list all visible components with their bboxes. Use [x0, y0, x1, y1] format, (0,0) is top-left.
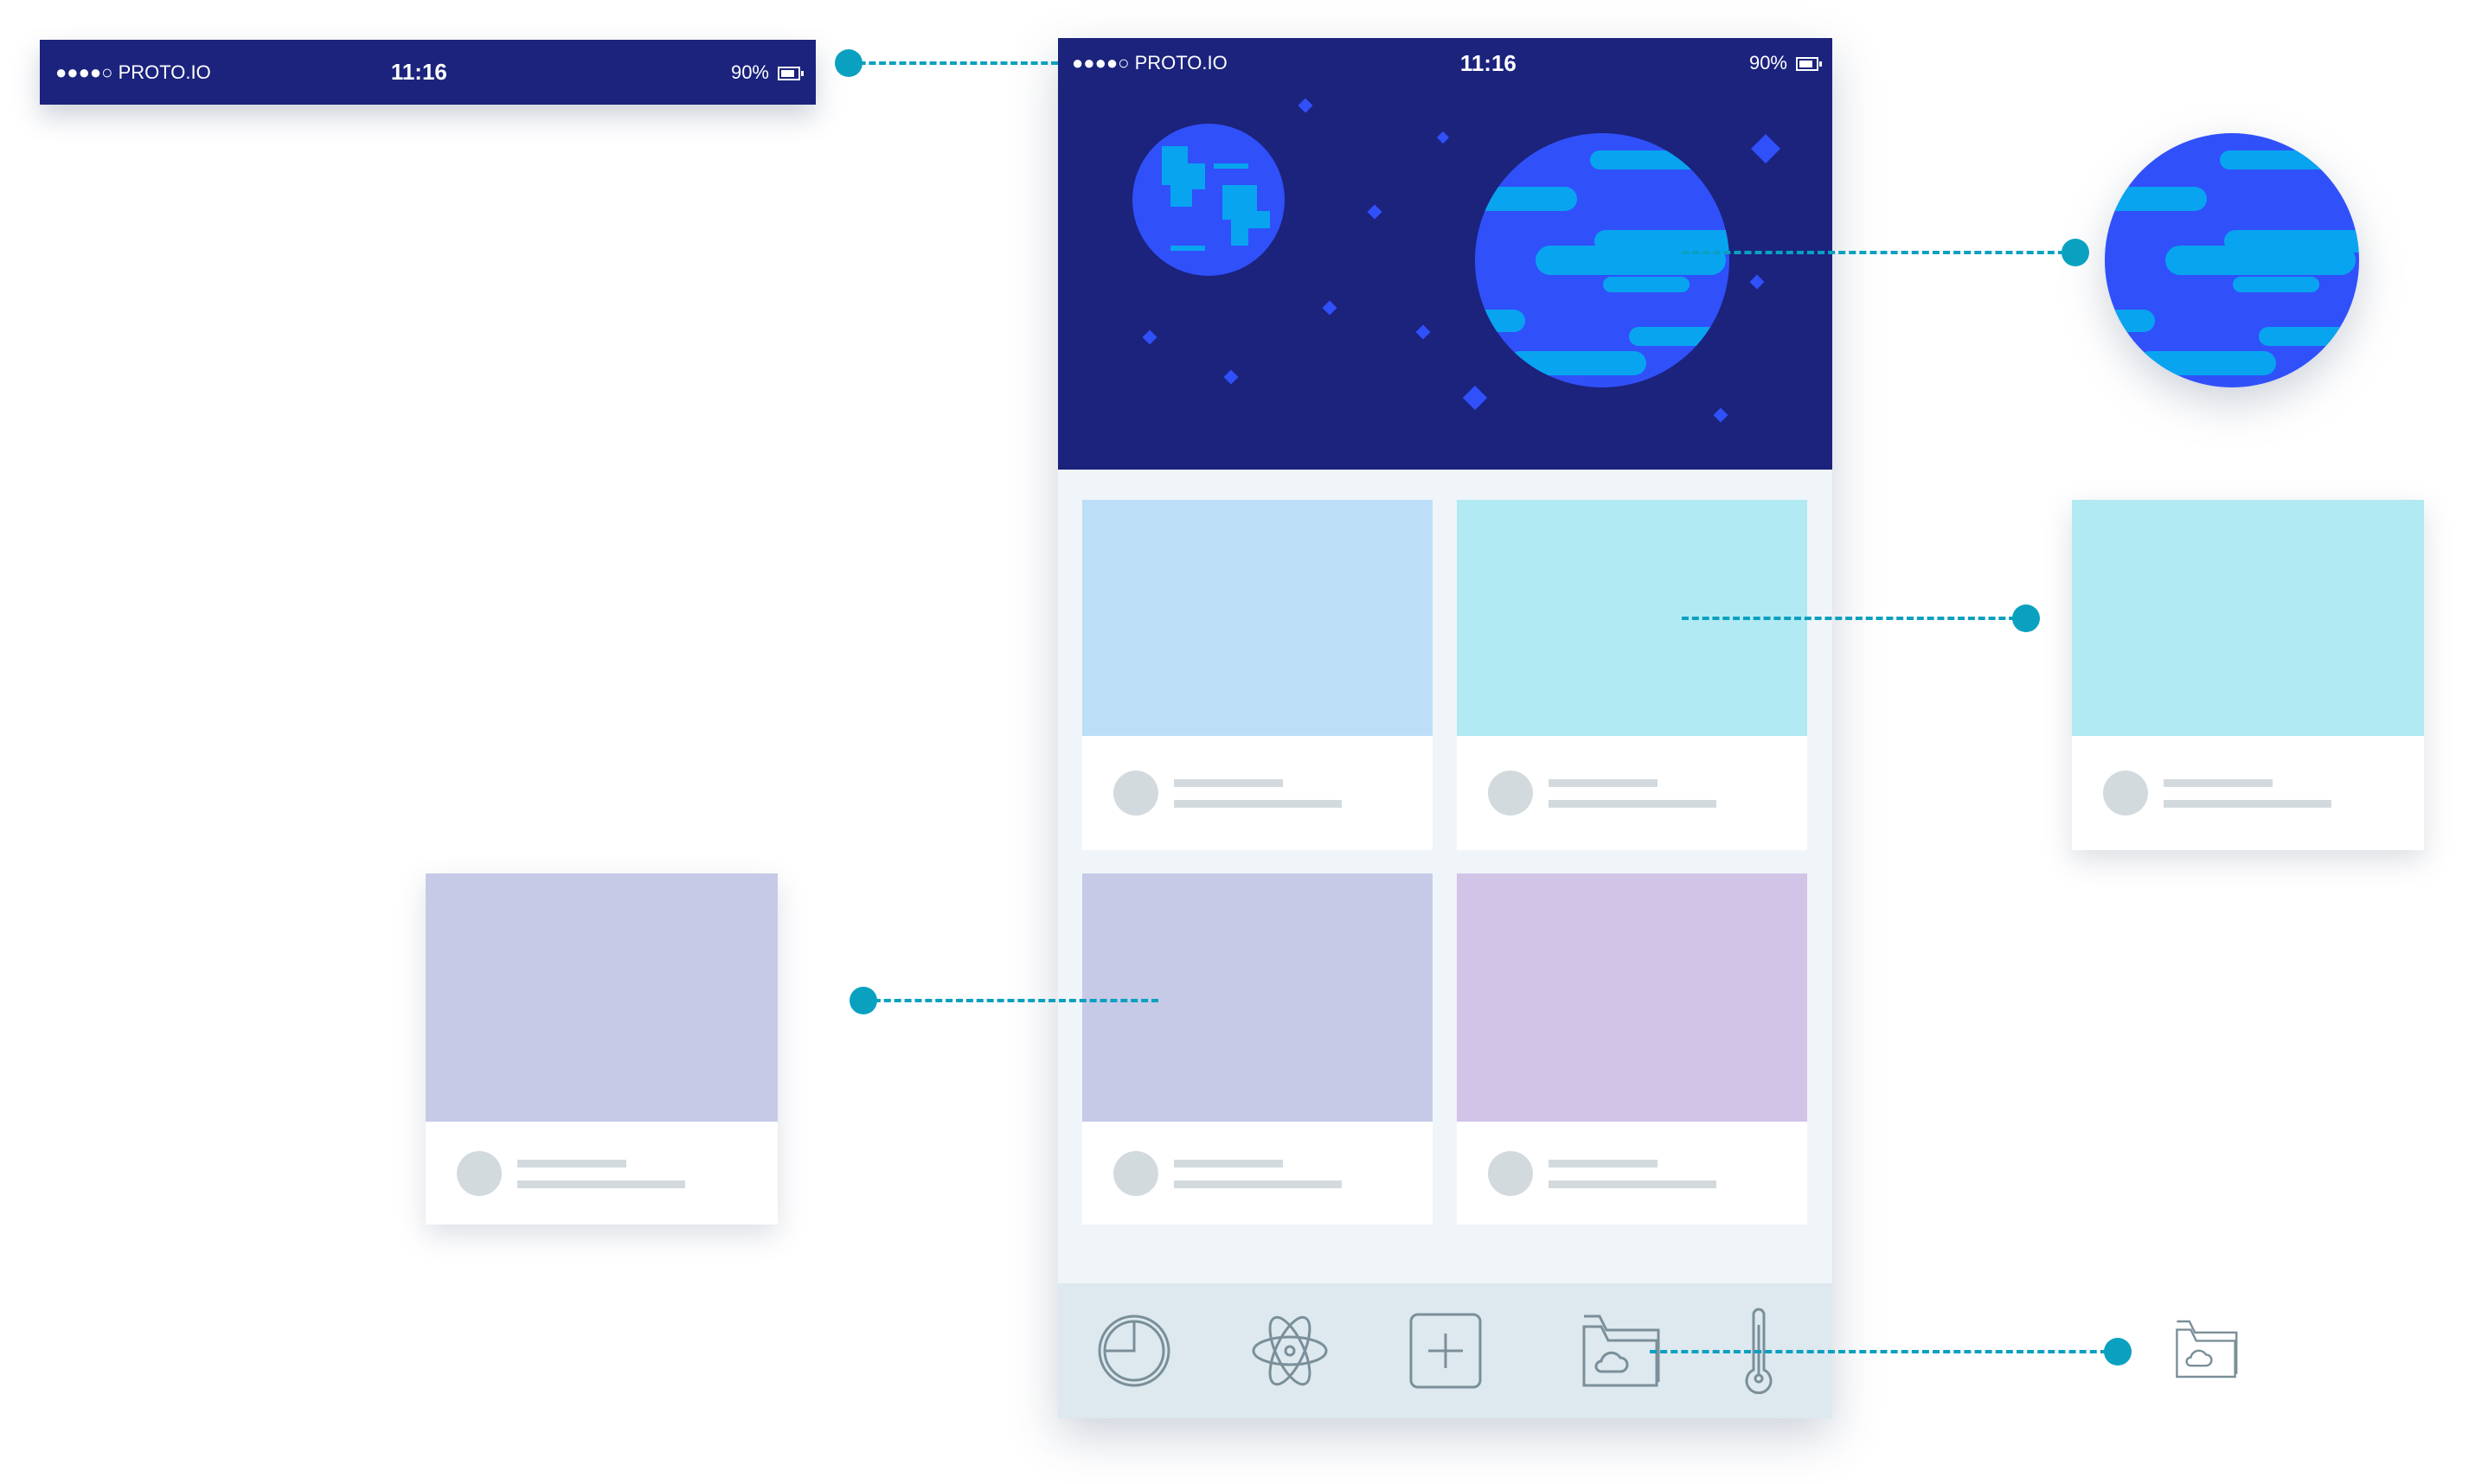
detached-cloud-folder-icon [2176, 1320, 2238, 1378]
space-illustration [1132, 98, 1780, 423]
card-lavender[interactable] [1082, 873, 1433, 1225]
title-placeholder [2164, 779, 2273, 787]
title-placeholder [1174, 779, 1283, 787]
signal-indicator: ●●●●○ [1072, 52, 1130, 74]
detached-card-cyan [2072, 500, 2424, 850]
connector-dot [2104, 1338, 2132, 1366]
subtitle-placeholder [1549, 800, 1716, 808]
connector-line [1682, 617, 2026, 620]
subtitle-placeholder [1549, 1180, 1716, 1188]
atom-icon[interactable] [1247, 1308, 1333, 1394]
card-cyan[interactable] [1457, 500, 1807, 850]
card-image [426, 873, 778, 1122]
clock: 11:16 [1459, 49, 1517, 76]
subtitle-placeholder [517, 1180, 685, 1188]
card-purple[interactable] [1457, 873, 1807, 1225]
battery-percent: 90% [1748, 52, 1787, 74]
connector-line [849, 61, 1058, 65]
avatar [1113, 1151, 1158, 1196]
subtitle-placeholder [1174, 1180, 1342, 1188]
small-planet [1132, 124, 1285, 276]
detached-planet [2105, 133, 2359, 387]
carrier-label: PROTO.IO [118, 61, 211, 83]
title-placeholder [1549, 779, 1658, 787]
battery-percent: 90% [730, 61, 769, 83]
card-image [1082, 500, 1433, 736]
title-placeholder [1174, 1160, 1283, 1167]
connector-line [1650, 1350, 2118, 1353]
avatar [457, 1151, 502, 1196]
detached-card-lavender [426, 873, 778, 1225]
subtitle-placeholder [1174, 800, 1342, 808]
card-blue[interactable] [1082, 500, 1433, 850]
signal-indicator: ●●●●○ [55, 61, 113, 83]
avatar [2103, 771, 2148, 816]
detached-status-bar: ●●●●○ PROTO.IO 11:16 90% [40, 40, 816, 105]
connector-line [863, 999, 1158, 1002]
card-image [1457, 873, 1807, 1122]
avatar [1488, 1151, 1533, 1196]
carrier-label: PROTO.IO [1134, 52, 1228, 74]
connector-dot [835, 49, 862, 77]
avatar [1113, 771, 1158, 816]
status-bar: ●●●●○ PROTO.IO 11:16 90% [1058, 38, 1832, 88]
card-image [1082, 873, 1433, 1122]
card-image [2072, 500, 2424, 736]
connector-dot [2012, 604, 2040, 632]
battery-icon [1796, 57, 1822, 72]
avatar [1488, 771, 1533, 816]
large-planet [1475, 133, 1729, 387]
phone-mockup: ●●●●○ PROTO.IO 11:16 90% [1058, 38, 1832, 1418]
title-placeholder [517, 1160, 626, 1167]
connector-dot [2062, 239, 2089, 266]
battery-icon [778, 66, 804, 80]
subtitle-placeholder [2164, 800, 2331, 808]
cloud-folder-icon[interactable] [1577, 1308, 1664, 1394]
add-icon[interactable] [1402, 1308, 1489, 1394]
connector-line [1682, 251, 2075, 254]
clock: 11:16 [390, 59, 447, 85]
title-placeholder [1549, 1160, 1658, 1167]
connector-dot [850, 987, 877, 1014]
clock-icon[interactable] [1091, 1308, 1177, 1394]
